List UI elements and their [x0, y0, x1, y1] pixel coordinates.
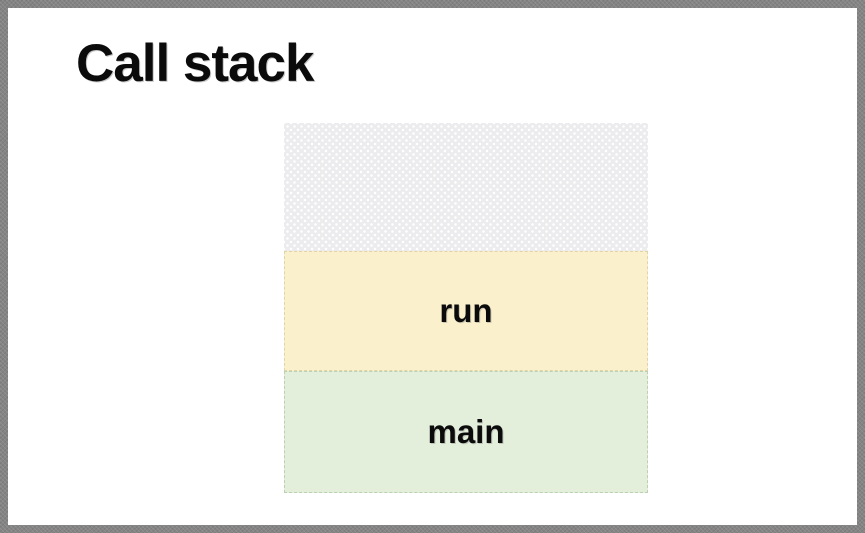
call-stack-diagram: run main [284, 123, 648, 493]
stack-frame-run: run [284, 251, 648, 371]
stack-frame-main-label: main [427, 413, 505, 450]
stack-frame-empty [284, 123, 648, 251]
page-title: Call stack [76, 34, 314, 93]
slide-canvas: Call stack run main [8, 8, 857, 525]
stack-frame-main: main [284, 371, 648, 493]
stack-frame-run-label: run [439, 292, 493, 329]
